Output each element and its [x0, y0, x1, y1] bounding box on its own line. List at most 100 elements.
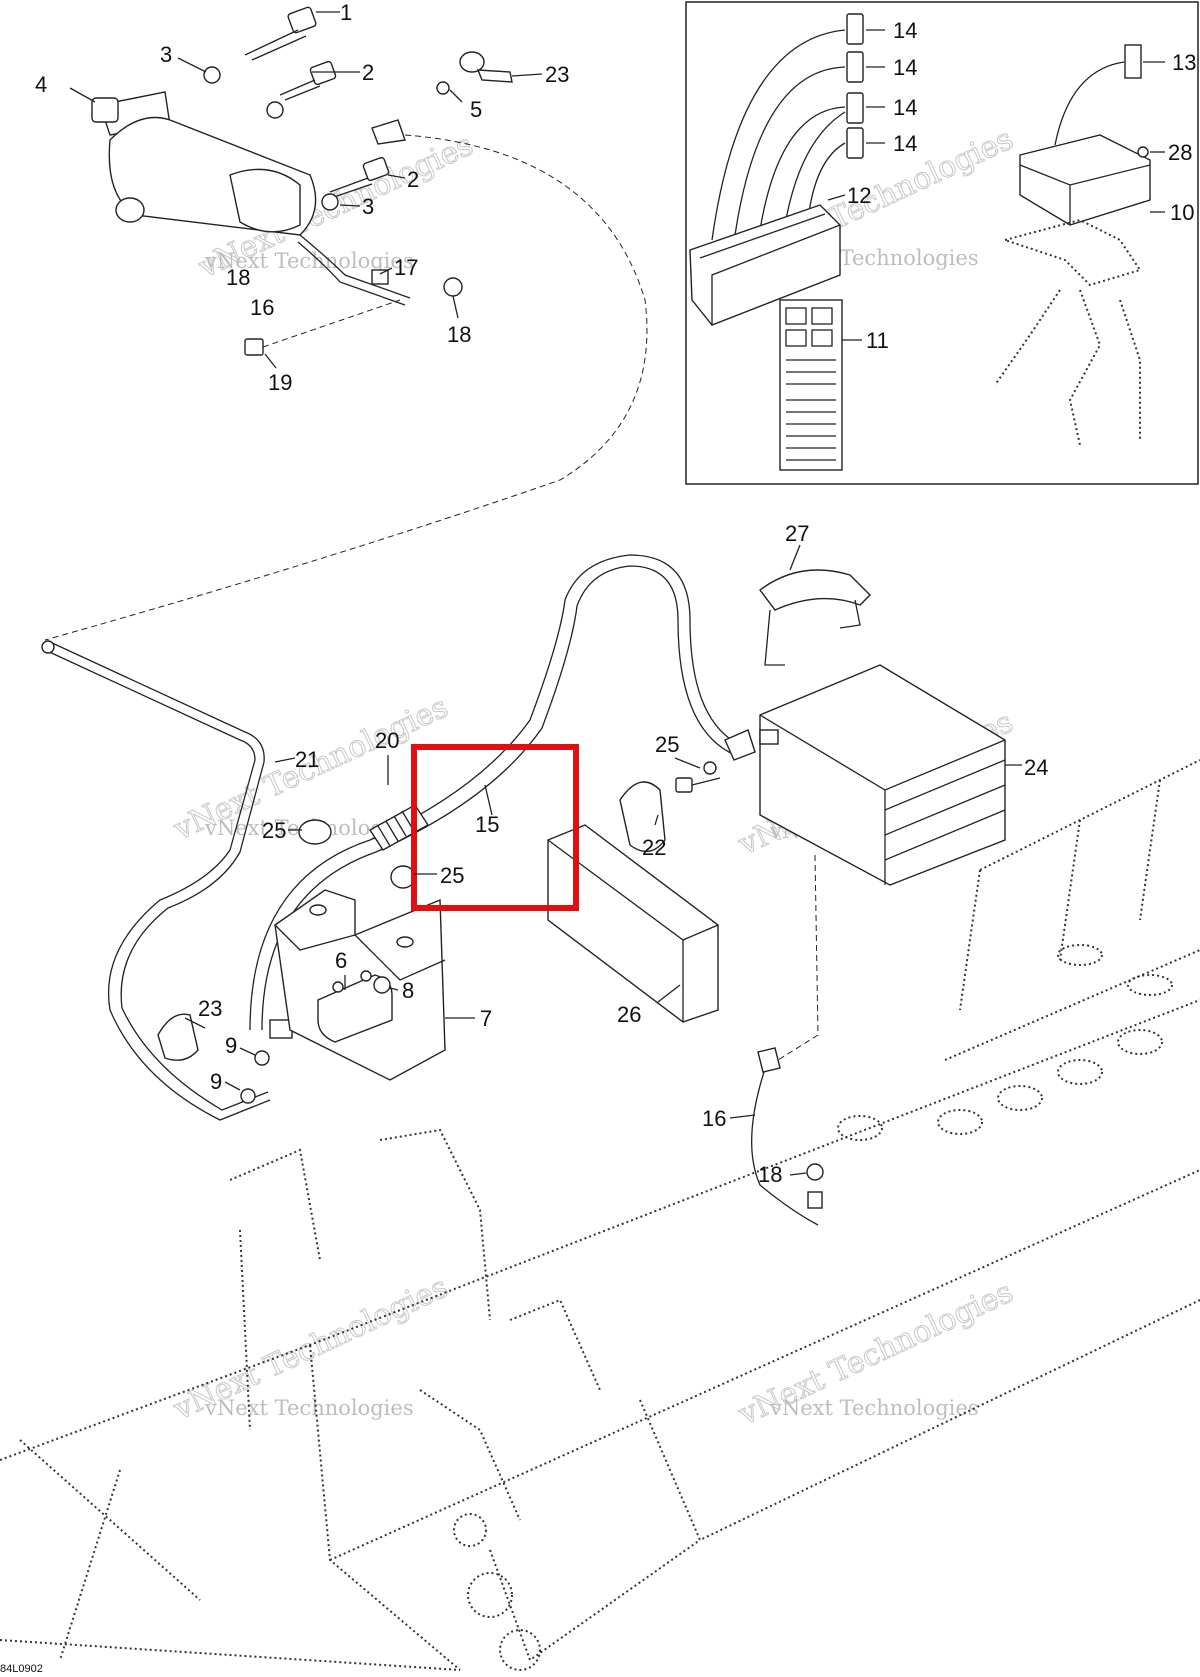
- drawing-code: 84L0902: [0, 1663, 43, 1675]
- callout-label: 7: [480, 1006, 492, 1031]
- chassis-frame-icon: [0, 759, 1200, 1671]
- battery-strap-icon: [759, 569, 871, 666]
- callout-label: 21: [295, 747, 319, 772]
- callout-label: 14: [893, 95, 917, 120]
- callout-label: 23: [198, 996, 222, 1021]
- callout-label: 26: [617, 1002, 641, 1027]
- routing-line: [44, 134, 648, 641]
- callout-label: 10: [1170, 200, 1194, 225]
- watermark: vNext Technologies: [204, 1396, 414, 1420]
- callout-labels: 1 2 3 4 5 23 2 3 17 18 16 18 19 14 14 14…: [35, 0, 1196, 1187]
- callout-label: 18: [226, 265, 250, 290]
- terminal-boot-icon: [619, 781, 666, 853]
- terminal-boot-icon: [157, 1013, 199, 1061]
- terminal-boot-icon: [459, 51, 513, 83]
- fuse-box-inset-frame: [685, 1, 1199, 485]
- callout-label: 9: [210, 1069, 222, 1094]
- cable-lug-icon: [41, 640, 55, 654]
- relay-icon: [1124, 44, 1142, 79]
- callout-label: 25: [440, 863, 464, 888]
- callout-label: 16: [250, 295, 274, 320]
- cable-lug-icon: [757, 1047, 781, 1073]
- nut-icon: [371, 269, 389, 285]
- battery-icon: [759, 664, 1006, 886]
- callout-label: 3: [160, 42, 172, 67]
- watermark: vNext Technologies: [204, 249, 414, 273]
- leader-line: [69, 87, 96, 103]
- cable-lug-icon: [724, 729, 756, 761]
- highlight-box: [411, 744, 579, 911]
- washer-icon: [321, 193, 339, 211]
- callout-label: 27: [785, 521, 809, 546]
- nut-icon: [240, 1088, 256, 1104]
- starter-motor-icon: [91, 91, 317, 236]
- callout-label: 13: [1172, 50, 1196, 75]
- bolt-icon: [244, 6, 317, 61]
- leader-line: [711, 29, 846, 241]
- nut-icon: [254, 1050, 270, 1066]
- callout-label: 3: [362, 194, 374, 219]
- cable-icon: [299, 234, 411, 299]
- callout-label: 14: [893, 55, 917, 80]
- nut-icon: [436, 81, 450, 95]
- mounting-bracket-icon: [994, 218, 1142, 446]
- washer-icon: [266, 101, 284, 119]
- cable-icon: [49, 641, 269, 1111]
- bolt-icon: [244, 338, 264, 356]
- cable-icon: [261, 565, 736, 1031]
- spring-icon: [369, 804, 429, 851]
- cable-lug-icon: [371, 119, 406, 145]
- callout-label: 1: [340, 0, 352, 25]
- callout-label: 15: [475, 812, 499, 837]
- callout-label: 23: [545, 62, 569, 87]
- callout-label: 24: [1024, 755, 1048, 780]
- leader-line: [262, 299, 401, 348]
- star-washer-icon: [806, 1163, 824, 1181]
- protective-cap-icon: [298, 819, 332, 845]
- callout-label: 12: [847, 183, 871, 208]
- leader-line: [784, 111, 846, 226]
- nut-icon: [1137, 146, 1149, 158]
- fuse-holder-icon: [1019, 134, 1151, 226]
- bolt-icon: [279, 60, 337, 101]
- bolt-icon: [329, 156, 390, 198]
- leader-lines: [177, 29, 1165, 1176]
- callout-label: 25: [655, 732, 679, 757]
- callout-label: 6: [335, 948, 347, 973]
- callout-label: 4: [35, 72, 47, 97]
- cable-icon: [44, 649, 271, 1121]
- callout-label: 5: [470, 97, 482, 122]
- callout-label: 25: [262, 818, 286, 843]
- watermark: vNext Technologies: [769, 1396, 979, 1420]
- solenoid-icon: [317, 970, 393, 1043]
- callout-label: 22: [642, 835, 666, 860]
- star-washer-icon: [443, 277, 463, 297]
- callout-label: 20: [375, 728, 399, 753]
- callout-label: 19: [268, 370, 292, 395]
- callout-label: 17: [394, 255, 418, 280]
- nut-icon: [373, 976, 391, 994]
- fuse-box-icon: [689, 204, 841, 326]
- fuse-icons: [846, 13, 864, 159]
- callout-label: 14: [893, 18, 917, 43]
- cable-icon: [751, 1059, 819, 1226]
- callout-label: 18: [447, 322, 471, 347]
- callout-label: 28: [1168, 140, 1192, 165]
- callout-label: 16: [702, 1106, 726, 1131]
- callout-label: 8: [402, 978, 414, 1003]
- callout-label: 11: [866, 328, 889, 353]
- callout-label: 2: [407, 167, 419, 192]
- callout-label: 18: [758, 1162, 782, 1187]
- bolt-icon: [675, 761, 721, 793]
- bolt-icon: [807, 1191, 823, 1209]
- fuse-label-sheet-icon: [779, 299, 843, 471]
- callout-label: 2: [362, 60, 374, 85]
- leader-line: [759, 106, 846, 231]
- leader-line: [1054, 61, 1125, 146]
- leader-line: [734, 66, 846, 236]
- battery-pad-icon: [547, 824, 719, 1023]
- routing-line: [769, 854, 819, 1066]
- callout-label: 9: [225, 1033, 237, 1058]
- cable-icon: [297, 241, 406, 306]
